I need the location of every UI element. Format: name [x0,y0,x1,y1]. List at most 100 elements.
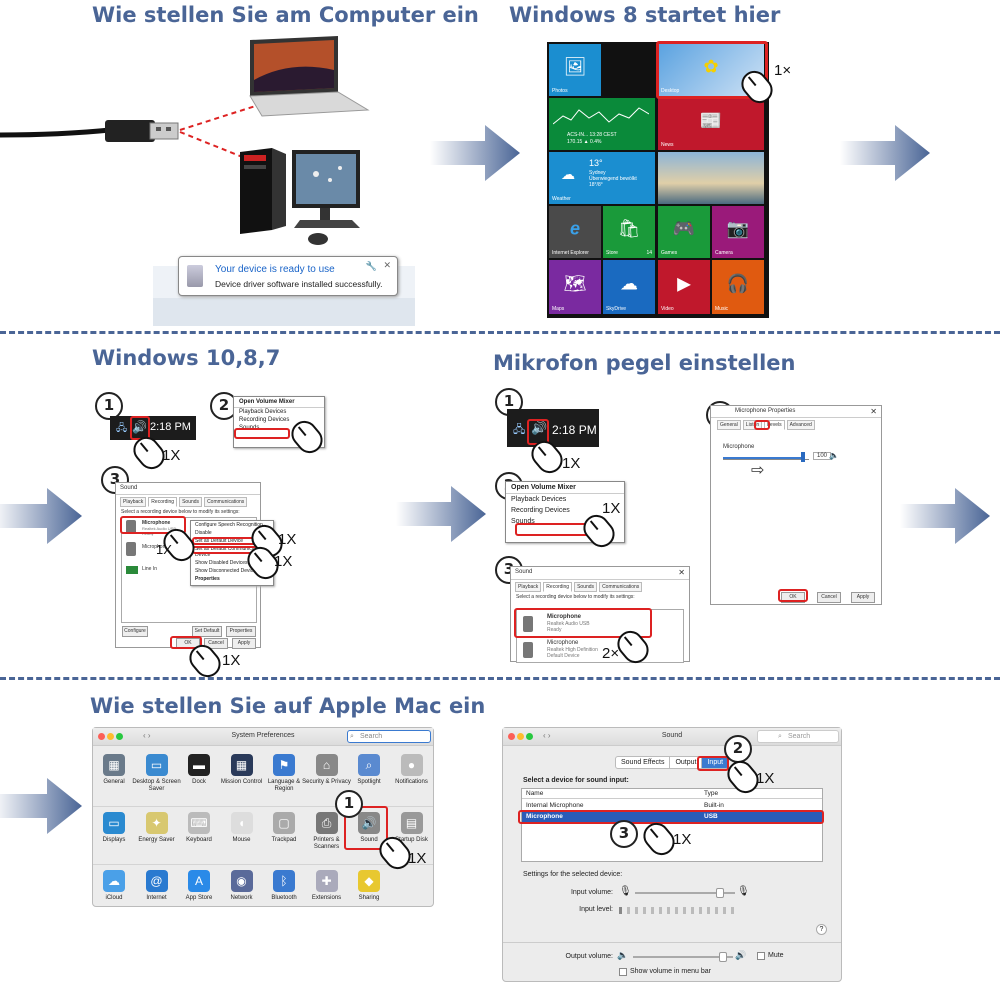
show-volume-checkbox[interactable] [619,968,627,976]
tab-sounds[interactable]: Sounds [179,497,203,507]
tab-communications[interactable]: Communications [599,582,643,592]
menu-recording-devices[interactable]: Recording Devices [511,507,570,514]
nav-back-forward[interactable]: ‹ › [543,731,551,740]
menu-item[interactable]: Configure Speech Recognition [195,522,263,528]
pref-extensions[interactable]: ✚Extensions [302,870,352,902]
pref-printers-scanners[interactable]: ⎙Printers & Scanners [302,812,352,851]
output-volume-slider[interactable] [633,952,733,962]
menu-item[interactable]: Disable [195,530,212,536]
pref-displays[interactable]: ▭Displays [89,812,139,844]
tile-skydrive[interactable]: ☁SkyDrive [603,260,655,314]
tile-news[interactable]: 📰News [658,98,764,150]
tab-recording[interactable]: Recording [148,497,178,507]
window-controls[interactable] [508,733,535,742]
tab-sound-effects[interactable]: Sound Effects [616,757,671,768]
pref-desktop-screen-saver[interactable]: ▭Desktop & Screen Saver [132,754,182,793]
table-row[interactable]: Internal Microphone Built-in [526,802,724,809]
window-controls[interactable] [98,733,125,742]
pref-dock[interactable]: ▬Dock [174,754,224,786]
tile-video[interactable]: ▶Video [658,260,710,314]
pref-icloud[interactable]: ☁iCloud [89,870,139,902]
input-volume-slider[interactable] [635,888,735,898]
device-name[interactable]: Microphone [547,614,581,620]
menu-item[interactable]: Show Disabled Devices [195,560,248,566]
tab-communications[interactable]: Communications [204,497,248,507]
device-name[interactable]: Microphone [547,640,579,646]
tile-music[interactable]: 🎧Music [712,260,764,314]
set-default-button[interactable]: Set Default [192,626,222,637]
tab-playback[interactable]: Playback [120,497,147,507]
tile-landscape[interactable] [658,152,764,204]
settings-icon[interactable]: 🔧 [365,261,377,271]
menu-item[interactable]: Show Disconnected Devices [195,568,259,574]
speaker-icon[interactable]: 🔊 [531,420,548,435]
pref-network[interactable]: ◉Network [217,870,267,902]
tab-recording[interactable]: Recording [543,582,573,592]
tab-input[interactable]: Input [702,757,729,768]
menu-properties[interactable]: Properties [195,576,220,582]
close-icon[interactable]: ✕ [870,407,877,416]
apply-button[interactable]: Apply [232,638,256,649]
pref-mission-control[interactable]: ▦Mission Control [217,754,267,786]
column-header-type[interactable]: Type [704,790,719,797]
tile-maps[interactable]: 🗺Maps [549,260,601,314]
device-name[interactable]: Microphone [142,520,171,526]
device-name[interactable]: Microphone [142,544,169,550]
cancel-button[interactable]: Cancel [817,592,841,603]
properties-button[interactable]: Properties [226,626,256,637]
menu-set-default-communication[interactable]: Set as Default Communication Device [195,546,263,558]
tab-levels[interactable]: Levels [764,420,785,430]
tile-weather[interactable]: ☁ 13° Sydney Überwiegend bewölkt 18°/8° … [549,152,655,204]
tab-playback[interactable]: Playback [515,582,542,592]
speaker-icon[interactable]: 🔊 [132,420,147,434]
level-slider[interactable] [723,452,809,462]
menu-playback-devices[interactable]: Playback Devices [511,496,567,503]
pref-spotlight[interactable]: ⌕Spotlight [344,754,394,786]
menu-recording-devices[interactable]: Recording Devices [239,417,290,423]
tab-advanced[interactable]: Advanced [786,420,815,430]
tab-general[interactable]: General [717,420,741,430]
tile-camera[interactable]: 📷Camera [712,206,764,258]
search-input[interactable]: ⌕Search [347,730,431,743]
nav-back-forward[interactable]: ‹ › [143,731,151,740]
menu-open-volume-mixer[interactable]: Open Volume Mixer [234,397,324,408]
menu-playback-devices[interactable]: Playback Devices [239,409,287,415]
pref-internet[interactable]: @Internet [132,870,182,902]
column-header-name[interactable]: Name [526,790,544,797]
pref-energy-saver[interactable]: ✦Energy Saver [132,812,182,844]
tab-listen[interactable]: Listen [742,420,763,430]
menu-sounds[interactable]: Sounds [511,518,535,525]
pref-sound[interactable]: 🔊Sound [344,812,394,844]
device-name[interactable]: Line In [142,566,158,572]
table-row-selected[interactable]: Microphone USB [522,811,822,822]
pref-startup-disk[interactable]: ▤Startup Disk [387,812,437,844]
tile-finance[interactable]: ACS-IN... 13:28 CEST 170.15 ▲ 0.4% [549,98,655,150]
pref-sharing[interactable]: ◆Sharing [344,870,394,902]
pref-mouse[interactable]: ◖Mouse [217,812,267,844]
tab-sounds[interactable]: Sounds [574,582,598,592]
search-input[interactable]: ⌕Search [757,730,839,743]
pref-notifications[interactable]: ●Notifications [387,754,437,786]
tab-output[interactable]: Output [670,757,703,768]
cancel-button[interactable]: Cancel [204,638,228,649]
close-icon[interactable]: ✕ [678,568,685,577]
apply-button[interactable]: Apply [851,592,875,603]
pref-trackpad[interactable]: ▢Trackpad [259,812,309,844]
pref-general[interactable]: ▦General [89,754,139,786]
level-value[interactable]: 100 [813,452,832,460]
pref-language-region[interactable]: ⚑Language & Region [259,754,309,793]
ok-button[interactable]: OK [781,592,805,603]
menu-set-default-device[interactable]: Set as Default Device [195,538,244,544]
menu-open-volume-mixer[interactable]: Open Volume Mixer [506,482,624,494]
help-button[interactable]: ? [816,924,827,935]
configure-button[interactable]: Configure [122,626,148,637]
tile-photos[interactable]: 🖼Photos [549,44,601,96]
pref-keyboard[interactable]: ⌨Keyboard [174,812,224,844]
mute-checkbox[interactable] [757,952,765,960]
speaker-icon[interactable]: 🔈 [829,451,839,460]
close-icon[interactable]: ✕ [383,260,391,270]
